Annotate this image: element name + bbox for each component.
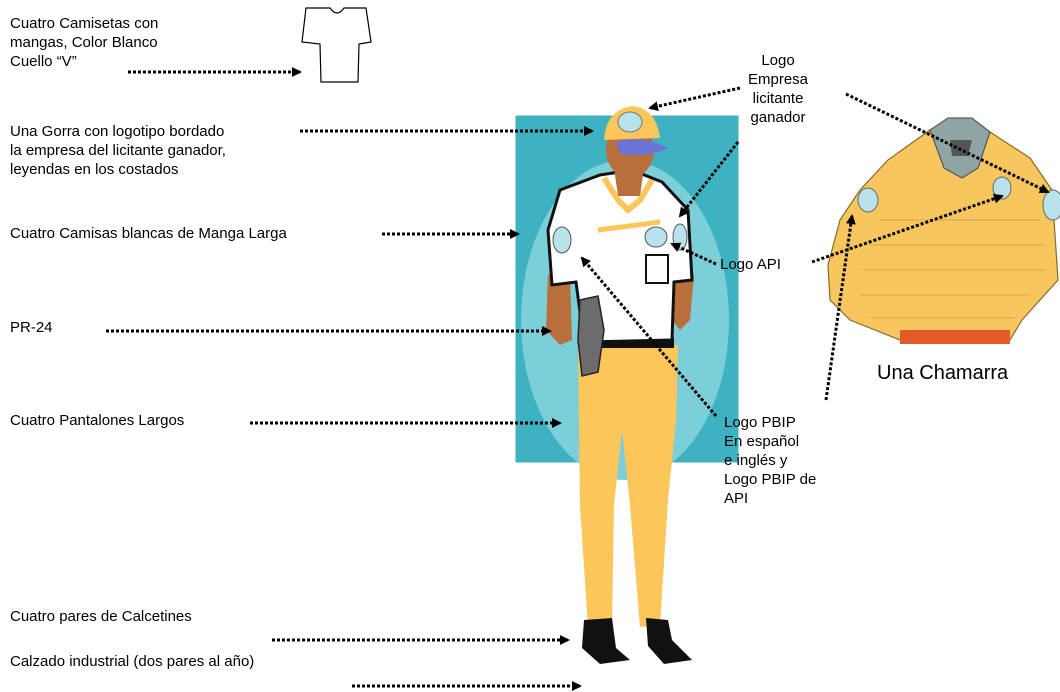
label-camisetas-line: mangas, Color Blanco bbox=[10, 33, 158, 52]
label-calzado: Calzado industrial (dos pares al año) bbox=[10, 652, 254, 671]
label-camisetas: Cuatro Camisetas con mangas, Color Blanc… bbox=[10, 14, 158, 71]
label-logo-pbip-line: Logo PBIP bbox=[724, 413, 816, 432]
label-camisetas-line: Cuatro Camisetas con bbox=[10, 14, 158, 33]
label-camisetas-line: Cuello “V” bbox=[10, 52, 158, 71]
label-camisas: Cuatro Camisas blancas de Manga Larga bbox=[10, 224, 287, 243]
label-logo-empresa-line: Logo bbox=[738, 51, 818, 70]
label-logo-empresa: Logo Empresa licitante ganador bbox=[738, 51, 818, 127]
label-logo-pbip-line: Logo PBIP de bbox=[724, 470, 816, 489]
label-logo-api: Logo API bbox=[720, 255, 781, 274]
label-logo-pbip-line: En español bbox=[724, 432, 816, 451]
label-gorra-line: la empresa del licitante ganador, bbox=[10, 141, 226, 160]
label-gorra: Una Gorra con logotipo bordado la empres… bbox=[10, 122, 226, 179]
label-pr24: PR-24 bbox=[10, 318, 53, 337]
label-gorra-line: leyendas en los costados bbox=[10, 160, 226, 179]
label-gorra-line: Una Gorra con logotipo bordado bbox=[10, 122, 226, 141]
label-logo-pbip-line: e inglés y bbox=[724, 451, 816, 470]
arrow-logo-empresa-cap bbox=[650, 88, 740, 108]
tshirt-icon bbox=[302, 8, 371, 82]
label-logo-empresa-line: Empresa bbox=[738, 70, 818, 89]
label-logo-pbip-line: API bbox=[724, 489, 816, 508]
label-chamarra: Una Chamarra bbox=[877, 361, 1008, 385]
label-logo-empresa-line: ganador bbox=[738, 108, 818, 127]
jacket-icon bbox=[828, 118, 1060, 344]
label-logo-empresa-line: licitante bbox=[738, 89, 818, 108]
label-logo-pbip: Logo PBIP En español e inglés y Logo PBI… bbox=[724, 413, 816, 508]
label-calcetines: Cuatro pares de Calcetines bbox=[10, 607, 192, 626]
label-pantalones: Cuatro Pantalones Largos bbox=[10, 411, 184, 430]
